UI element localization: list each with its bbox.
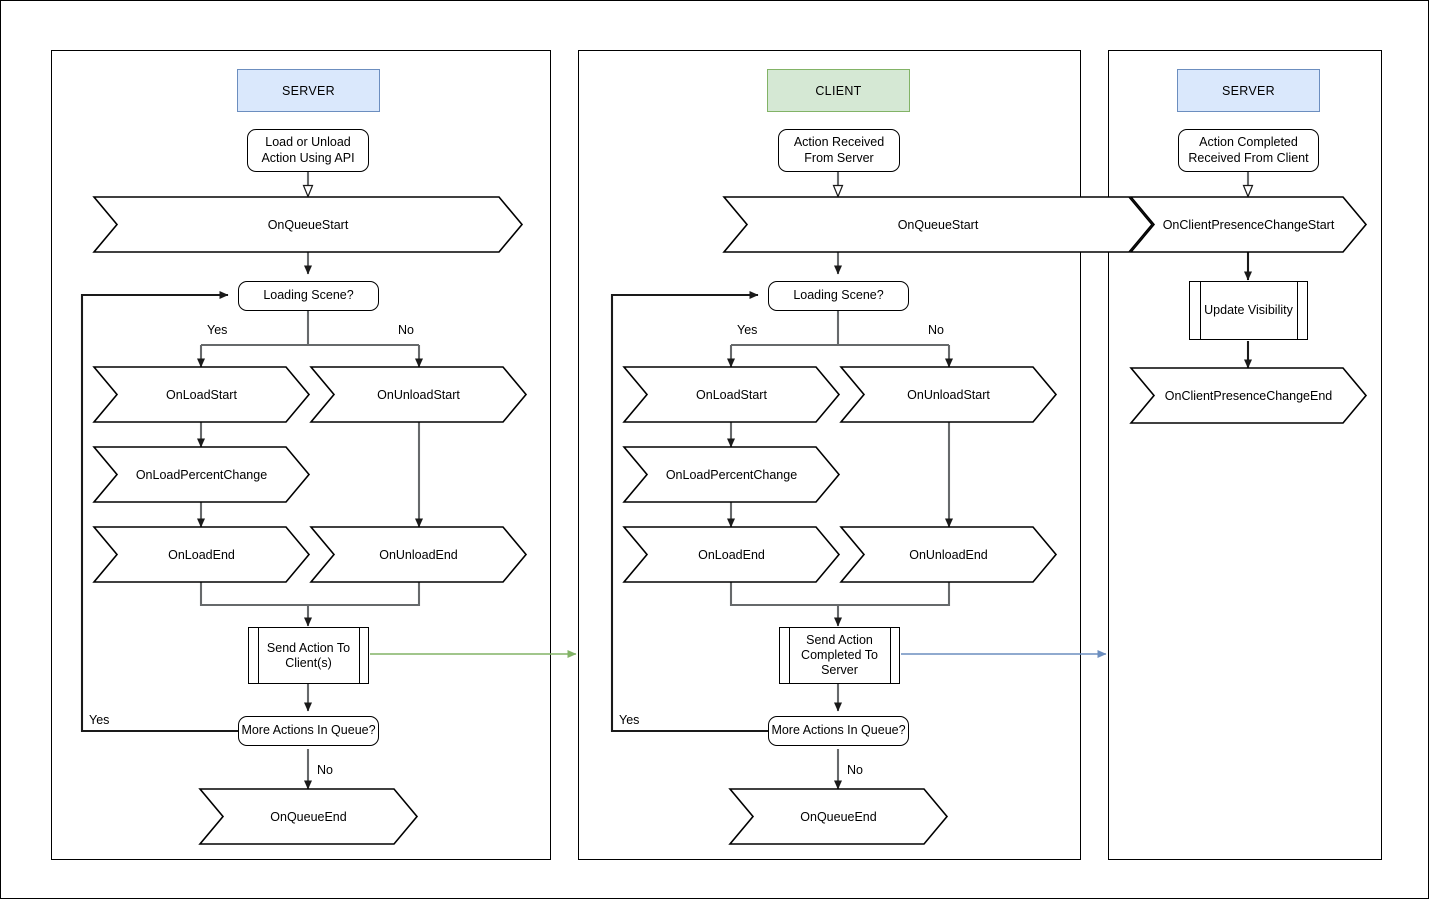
lane-header-server-left: SERVER bbox=[237, 69, 380, 112]
client-loading-scene-decision: Loading Scene? bbox=[768, 281, 909, 311]
pproc-bar-right bbox=[359, 628, 360, 683]
server-left-branch-yes-label: Yes bbox=[207, 323, 228, 337]
server-left-onloadend-shape: OnLoadEnd bbox=[92, 526, 311, 583]
pproc-label: Update Visibility bbox=[1204, 303, 1293, 317]
client-branch-yes-label: Yes bbox=[737, 323, 758, 337]
server-left-branch-no-label: No bbox=[398, 323, 414, 337]
server-left-start-node: Load or Unload Action Using API bbox=[247, 129, 369, 172]
lane-header-client: CLIENT bbox=[767, 69, 910, 112]
client-exit-no-label: No bbox=[847, 763, 863, 777]
lane-header-server-right: SERVER bbox=[1177, 69, 1320, 112]
client-onqueueend-shape: OnQueueEnd bbox=[728, 788, 949, 845]
pproc-bar-left bbox=[1200, 282, 1201, 339]
server-left-loading-scene-decision: Loading Scene? bbox=[238, 281, 379, 311]
lane-label: SERVER bbox=[282, 83, 335, 98]
server-left-onqueueend-shape: OnQueueEnd bbox=[198, 788, 419, 845]
client-branch-no-label: No bbox=[928, 323, 944, 337]
client-more-actions-decision: More Actions In Queue? bbox=[768, 716, 909, 746]
panel-server-right bbox=[1108, 50, 1382, 860]
server-left-onunloadend-shape: OnUnloadEnd bbox=[309, 526, 528, 583]
server-right-presence-start-shape: OnClientPresenceChangeStart bbox=[1129, 196, 1368, 253]
client-start-node: Action Received From Server bbox=[778, 129, 900, 172]
pproc-label: Send Action Completed To Server bbox=[801, 633, 878, 677]
pproc-label: Send Action To Client(s) bbox=[266, 640, 351, 670]
panel-client bbox=[578, 50, 1081, 860]
client-onunloadstart-shape: OnUnloadStart bbox=[839, 366, 1058, 423]
pproc-bar-right bbox=[1297, 282, 1298, 339]
client-loop-yes-label: Yes bbox=[619, 713, 640, 727]
client-onloadend-shape: OnLoadEnd bbox=[622, 526, 841, 583]
client-onunloadend-shape: OnUnloadEnd bbox=[839, 526, 1058, 583]
server-left-more-actions-decision: More Actions In Queue? bbox=[238, 716, 379, 746]
server-left-onunloadstart-shape: OnUnloadStart bbox=[309, 366, 528, 423]
server-left-onqueuestart-shape: OnQueueStart bbox=[92, 196, 524, 253]
client-onloadpercentchange-shape: OnLoadPercentChange bbox=[622, 446, 841, 503]
server-right-start-node: Action Completed Received From Client bbox=[1178, 129, 1319, 172]
client-send-action-completed-process: Send Action Completed To Server bbox=[779, 627, 900, 684]
panel-server-left bbox=[51, 50, 551, 860]
server-left-send-action-process: Send Action To Client(s) bbox=[248, 627, 369, 684]
client-onqueuestart-shape: OnQueueStart bbox=[722, 196, 1154, 253]
server-left-exit-no-label: No bbox=[317, 763, 333, 777]
server-left-onloadpercentchange-shape: OnLoadPercentChange bbox=[92, 446, 311, 503]
lane-label: SERVER bbox=[1222, 83, 1275, 98]
server-right-presence-end-shape: OnClientPresenceChangeEnd bbox=[1129, 367, 1368, 424]
server-left-loop-yes-label: Yes bbox=[89, 713, 110, 727]
client-onloadstart-shape: OnLoadStart bbox=[622, 366, 841, 423]
server-left-onloadstart-shape: OnLoadStart bbox=[92, 366, 311, 423]
lane-label: CLIENT bbox=[815, 83, 862, 98]
pproc-bar-left bbox=[789, 628, 790, 683]
pproc-bar-right bbox=[890, 628, 891, 683]
server-right-update-visibility-process: Update Visibility bbox=[1189, 281, 1308, 340]
pproc-bar-left bbox=[258, 628, 259, 683]
